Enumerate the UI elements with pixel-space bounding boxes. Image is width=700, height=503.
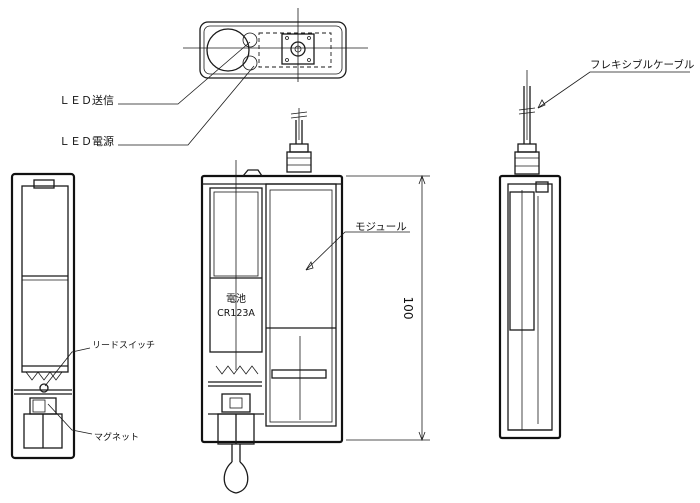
front-view — [200, 108, 430, 494]
led-power-label: ＬＥＤ電源 — [59, 134, 114, 148]
flexible-cable-label: フレキシブルケーブル — [590, 58, 694, 71]
top-view — [183, 8, 368, 82]
battery-label: 電池 — [226, 292, 246, 305]
left-view — [10, 172, 76, 460]
led-send-label: ＬＥＤ送信 — [59, 93, 114, 107]
dimension-100-label: 100 — [401, 297, 415, 320]
magnet-label: マグネット — [94, 431, 139, 443]
right-view — [498, 70, 562, 440]
battery-model-label: CR123A — [217, 308, 255, 319]
reed-switch-label: リードスイッチ — [92, 340, 155, 351]
module-label: モジュール — [355, 221, 407, 233]
